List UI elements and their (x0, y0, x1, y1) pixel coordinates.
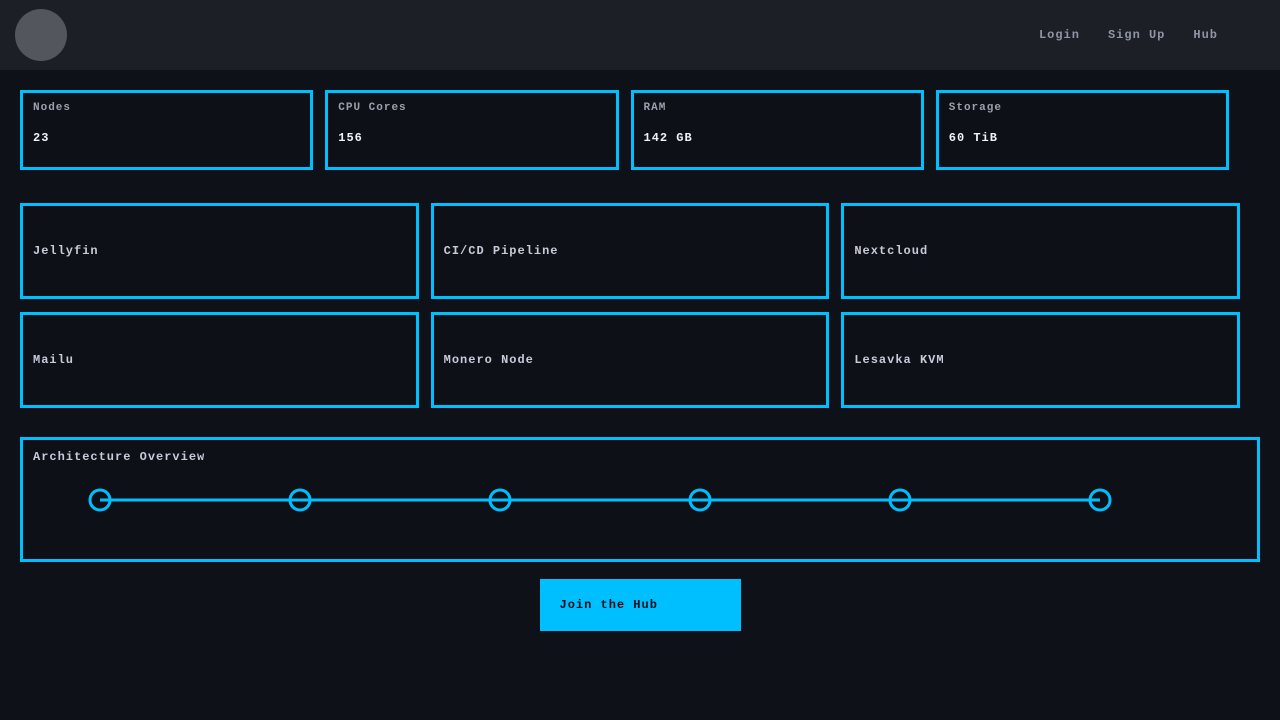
stat-label: Storage (949, 102, 1216, 114)
stat-label: Nodes (33, 102, 300, 114)
architecture-diagram (23, 440, 1257, 559)
architecture-overview-card: Architecture Overview (20, 437, 1260, 562)
service-card-nextcloud[interactable]: Nextcloud (841, 203, 1240, 299)
stat-label: RAM (644, 102, 911, 114)
service-card-lesavka-kvm[interactable]: Lesavka KVM (841, 312, 1240, 408)
service-title: Mailu (33, 353, 74, 367)
stat-card-storage: Storage 60 TiB (936, 90, 1229, 170)
stat-value: 142 GB (644, 131, 911, 145)
service-title: Jellyfin (33, 244, 99, 258)
services-grid: Jellyfin CI/CD Pipeline Nextcloud Mailu … (20, 203, 1240, 408)
stats-row: Nodes 23 CPU Cores 156 RAM 142 GB Storag… (20, 90, 1229, 170)
stat-value: 60 TiB (949, 131, 1216, 145)
service-title: CI/CD Pipeline (444, 244, 559, 258)
nav-links: Login Sign Up Hub (1039, 28, 1218, 42)
service-card-mailu[interactable]: Mailu (20, 312, 419, 408)
nav-link-signup[interactable]: Sign Up (1108, 28, 1165, 42)
service-card-cicd-pipeline[interactable]: CI/CD Pipeline (431, 203, 830, 299)
stat-value: 156 (338, 131, 605, 145)
join-hub-button[interactable]: Join the Hub (540, 579, 741, 631)
stat-card-cpu-cores: CPU Cores 156 (325, 90, 618, 170)
service-title: Monero Node (444, 353, 534, 367)
service-card-monero-node[interactable]: Monero Node (431, 312, 830, 408)
avatar[interactable] (15, 9, 67, 61)
cta-wrap: Join the Hub (0, 579, 1280, 631)
service-title: Nextcloud (854, 244, 928, 258)
service-card-jellyfin[interactable]: Jellyfin (20, 203, 419, 299)
service-title: Lesavka KVM (854, 353, 944, 367)
stat-card-ram: RAM 142 GB (631, 90, 924, 170)
nav-link-hub[interactable]: Hub (1193, 28, 1218, 42)
navbar: Login Sign Up Hub (0, 0, 1280, 70)
stat-card-nodes: Nodes 23 (20, 90, 313, 170)
stat-value: 23 (33, 131, 300, 145)
nav-link-login[interactable]: Login (1039, 28, 1080, 42)
stat-label: CPU Cores (338, 102, 605, 114)
